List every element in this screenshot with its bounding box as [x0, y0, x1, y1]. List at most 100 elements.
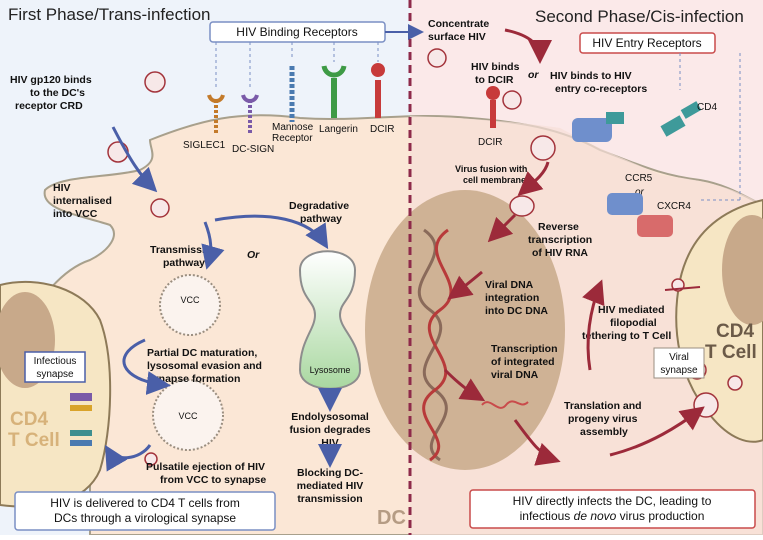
- dcsign-receptor: [241, 94, 259, 135]
- entry-receptors-box: [579, 32, 716, 54]
- vcc-top-label: VCC: [180, 295, 200, 305]
- svg-text:HIV binds: HIV binds: [471, 61, 520, 73]
- svg-text:internalised: internalised: [53, 195, 112, 207]
- svg-text:receptor CRD: receptor CRD: [15, 100, 83, 112]
- filopodia: [664, 286, 701, 291]
- binds-dcir-label: HIV binds to DCIR: [471, 61, 520, 86]
- svg-text:of integrated: of integrated: [491, 356, 555, 368]
- dc-label: DC: [377, 507, 406, 529]
- reverse-label: Reverse transcription of HIV RNA: [528, 221, 592, 259]
- svg-text:Transcription: Transcription: [491, 343, 558, 355]
- svg-text:progeny virus: progeny virus: [568, 413, 638, 425]
- cd4-receptor: [660, 101, 702, 137]
- svg-text:pathway: pathway: [300, 213, 342, 225]
- svg-text:into VCC: into VCC: [53, 208, 98, 220]
- dna-helix: [417, 228, 453, 462]
- svg-text:surface HIV: surface HIV: [428, 31, 486, 43]
- or-right-label: or: [528, 69, 539, 81]
- svg-text:pathway: pathway: [163, 257, 205, 269]
- fusion-label: Virus fusion with cell membrane: [455, 164, 527, 185]
- svg-text:Transmission: Transmission: [150, 244, 218, 256]
- infectious-synapse-label-2: synapse: [36, 369, 74, 380]
- svg-text:entry co-receptors: entry co-receptors: [555, 83, 647, 95]
- svg-text:to the DC's: to the DC's: [30, 87, 85, 99]
- filopodial-arrow: [582, 279, 605, 371]
- cd4-left-label-2: T Cell: [8, 430, 60, 451]
- viral-capsid: [509, 195, 535, 217]
- svg-text:assembly: assembly: [580, 426, 628, 438]
- dcir-label: DCIR: [370, 124, 394, 135]
- cxcr4-label: CXCR4: [657, 201, 691, 212]
- svg-text:HIV binds to HIV: HIV binds to HIV: [550, 70, 632, 82]
- partial-label: Partial DC maturation, lysosomal evasion…: [147, 347, 262, 385]
- entry-receptor-links: [679, 53, 741, 201]
- integration-arrow: [447, 270, 483, 300]
- svg-text:Degradative: Degradative: [289, 200, 349, 212]
- lysosome: [298, 250, 362, 390]
- svg-text:Pulsatile ejection of HIV: Pulsatile ejection of HIV: [146, 461, 265, 473]
- svg-text:tethering to T Cell: tethering to T Cell: [582, 330, 671, 342]
- dcir-right-receptor: [486, 86, 500, 128]
- synapse-receptors: [70, 393, 92, 446]
- svg-text:Blocking DC-: Blocking DC-: [297, 467, 363, 479]
- transmission-label: Transmission pathway: [150, 244, 218, 269]
- degradative-arrow: [214, 214, 329, 250]
- gp120-label: HIV gp120 binds to the DC's receptor CRD: [10, 74, 92, 112]
- binding-receptors-label: HIV Binding Receptors: [236, 25, 357, 39]
- filopodial-label: HIV mediated filopodial tethering to T C…: [582, 304, 671, 342]
- pulsatile-arrow: [104, 444, 152, 472]
- or-left-label: Or: [247, 249, 260, 261]
- entry-receptors-label: HIV Entry Receptors: [592, 36, 701, 50]
- svg-text:from VCC to synapse: from VCC to synapse: [160, 474, 266, 486]
- viral-synapse-label-2: synapse: [660, 365, 698, 376]
- svg-text:integration: integration: [485, 292, 539, 304]
- concentrate-label: Concentrate surface HIV: [428, 18, 489, 43]
- svg-text:Translation and: Translation and: [564, 400, 642, 412]
- dcir-receptor: [371, 63, 385, 118]
- bottom-left-box: [14, 491, 276, 531]
- svg-text:of HIV RNA: of HIV RNA: [532, 247, 588, 259]
- second-phase-title: Second Phase/Cis-infection: [535, 7, 744, 26]
- bottom-left-line-2: DCs through a virological synapse: [54, 511, 236, 525]
- blocking-label: Blocking DC- mediated HIV transmission: [297, 467, 364, 505]
- svg-text:filopodial: filopodial: [610, 317, 657, 329]
- bottom-right-box: [469, 489, 756, 529]
- bottom-right-line-2: infectious de novo virus production: [520, 509, 705, 523]
- assembly-arrow: [609, 406, 705, 457]
- fusion-arrow: [517, 161, 550, 196]
- svg-text:to DCIR: to DCIR: [475, 74, 514, 86]
- co-receptor-complex: [572, 112, 624, 142]
- svg-text:HIV: HIV: [321, 437, 339, 449]
- langerin-receptor: [321, 65, 347, 118]
- svg-text:viral DNA: viral DNA: [491, 369, 539, 381]
- svg-text:mediated HIV: mediated HIV: [297, 480, 364, 492]
- siglec1-receptor: [207, 94, 225, 135]
- viral-synapse-box: [653, 347, 705, 379]
- viral-rna: [481, 400, 529, 409]
- degradative-label: Degradative pathway: [289, 200, 349, 225]
- viral-synapse-label-1: Viral: [669, 352, 689, 363]
- mannose-label-2: Receptor: [272, 133, 313, 144]
- internalise-arrow: [111, 126, 158, 193]
- lysosome-label: Lysosome: [310, 365, 351, 375]
- cd4-right-label-1: CD4: [716, 321, 754, 342]
- langerin-label: Langerin: [319, 124, 358, 135]
- cd4-receptor-label: CD4: [697, 102, 717, 113]
- svg-text:into DC DNA: into DC DNA: [485, 305, 548, 317]
- bottom-right-line-1: HIV directly infects the DC, leading to: [513, 494, 712, 508]
- pulsatile-label: Pulsatile ejection of HIV from VCC to sy…: [146, 461, 266, 486]
- ccr5-receptor: [607, 193, 643, 215]
- svg-text:Reverse: Reverse: [538, 221, 579, 233]
- dcsign-label: DC-SIGN: [232, 144, 274, 155]
- binds-entry-label: HIV binds to HIV entry co-receptors: [550, 70, 647, 95]
- dcir-right-label: DCIR: [478, 137, 502, 148]
- svg-text:HIV mediated: HIV mediated: [598, 304, 665, 316]
- t-cell-right-nucleus: [722, 215, 763, 325]
- vcc-top: [159, 274, 221, 336]
- infectious-synapse-box: [24, 351, 86, 383]
- internalised-label: HIV internalised into VCC: [53, 182, 112, 220]
- svg-text:lysosomal evasion and: lysosomal evasion and: [147, 360, 262, 372]
- svg-text:fusion degrades: fusion degrades: [289, 424, 370, 436]
